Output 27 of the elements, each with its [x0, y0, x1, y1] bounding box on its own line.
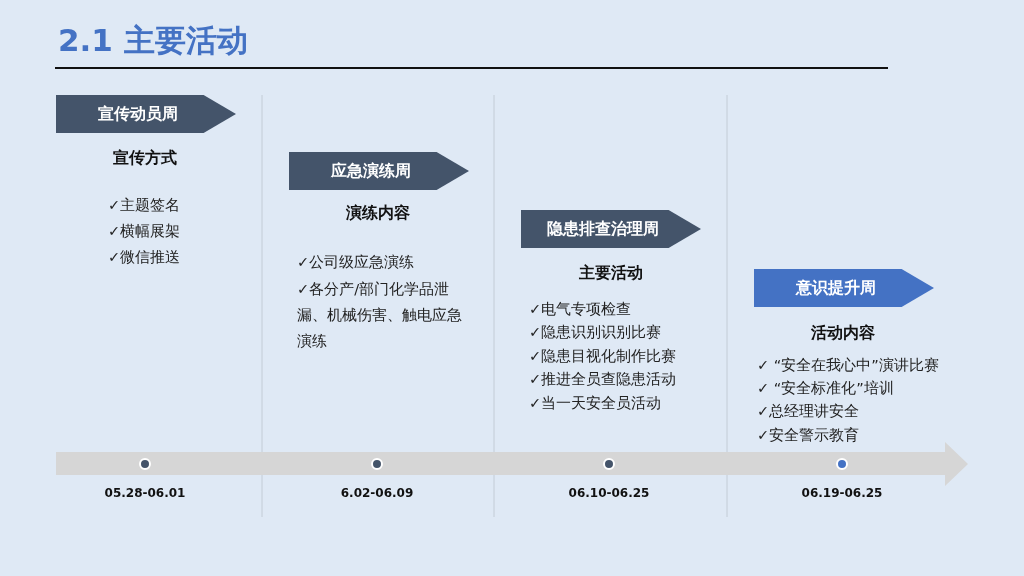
- checklist-item: ✓横幅展架: [108, 222, 181, 241]
- checklist-item: ✓隐患识别识别比赛: [529, 323, 662, 342]
- checklist-item: ✓当一天安全员活动: [529, 394, 662, 413]
- checklist-item: ✓ “安全标准化”培训: [757, 379, 894, 398]
- section-heading: 活动内容: [811, 323, 875, 344]
- section-heading: 宣传方式: [113, 148, 177, 169]
- chevron-banner: 意识提升周: [754, 269, 934, 307]
- date-label: 6.02-06.09: [340, 486, 414, 500]
- checklist-item: ✓主题签名: [108, 196, 181, 215]
- slide-title: 2.1 主要活动: [58, 21, 248, 60]
- section-heading: 主要活动: [579, 263, 643, 284]
- section-heading: 演练内容: [346, 203, 410, 224]
- checklist-item: ✓总经理讲安全: [757, 402, 860, 421]
- checklist-item: ✓安全警示教育: [757, 426, 860, 445]
- chevron-banner: 应急演练周: [289, 152, 469, 190]
- chevron-banner: 隐患排查治理周: [521, 210, 701, 248]
- checklist-item: ✓电气专项检查: [529, 300, 632, 319]
- checklist-item: ✓公司级应急演练: [297, 253, 416, 272]
- date-label: 06.10-06.25: [568, 486, 650, 500]
- date-label: 06.19-06.25: [801, 486, 883, 500]
- chevron-banner: 宣传动员周: [56, 95, 236, 133]
- date-label: 05.28-06.01: [104, 486, 186, 500]
- checklist-item: ✓推进全员查隐患活动: [529, 370, 677, 389]
- checklist-item: ✓各分产/部门化学品泄漏、机械伤害、触电应急演练: [297, 280, 463, 351]
- checklist-item: ✓微信推送: [108, 248, 181, 267]
- checklist-item: ✓ “安全在我心中”演讲比赛: [757, 356, 939, 375]
- checklist-item: ✓隐患目视化制作比赛: [529, 347, 677, 366]
